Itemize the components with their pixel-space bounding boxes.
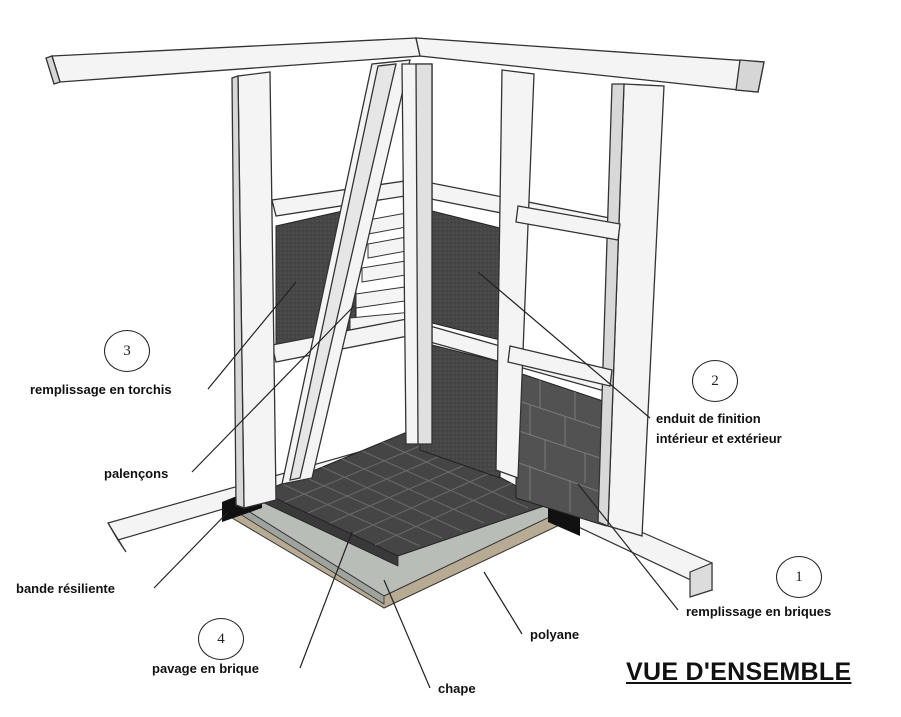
leader-palencons	[191, 305, 355, 473]
leader-chape	[383, 579, 431, 689]
leader-torchis	[207, 281, 297, 390]
diagram-title: VUE D'ENSEMBLE	[626, 658, 852, 686]
marker-4: 4	[198, 618, 244, 660]
label-briques: remplissage en briques	[686, 604, 832, 619]
marker-1: 1	[776, 556, 822, 598]
leader-lines	[153, 271, 679, 689]
label-pavage: pavage en brique	[152, 661, 259, 676]
label-enduit-line2: intérieur et extérieur	[656, 431, 782, 446]
brick-paving	[260, 429, 552, 567]
leader-bande	[153, 511, 229, 589]
label-polyane: polyane	[530, 627, 580, 642]
leader-enduit	[477, 271, 651, 419]
palencons-laths	[349, 211, 413, 331]
label-palencons: palençons	[104, 466, 169, 481]
brick-infill	[515, 371, 607, 527]
leader-pavage	[299, 531, 353, 669]
label-torchis: remplissage en torchis	[30, 382, 172, 397]
label-chape: chape	[438, 681, 476, 696]
timber-frame	[45, 37, 765, 537]
marker-3: 3	[104, 330, 150, 372]
leader-briques	[577, 483, 679, 611]
marker-2: 2	[692, 360, 738, 402]
label-enduit-line1: enduit de finition	[656, 411, 761, 426]
label-bande-resiliente: bande résiliente	[16, 581, 115, 596]
leader-polyane	[483, 571, 523, 635]
